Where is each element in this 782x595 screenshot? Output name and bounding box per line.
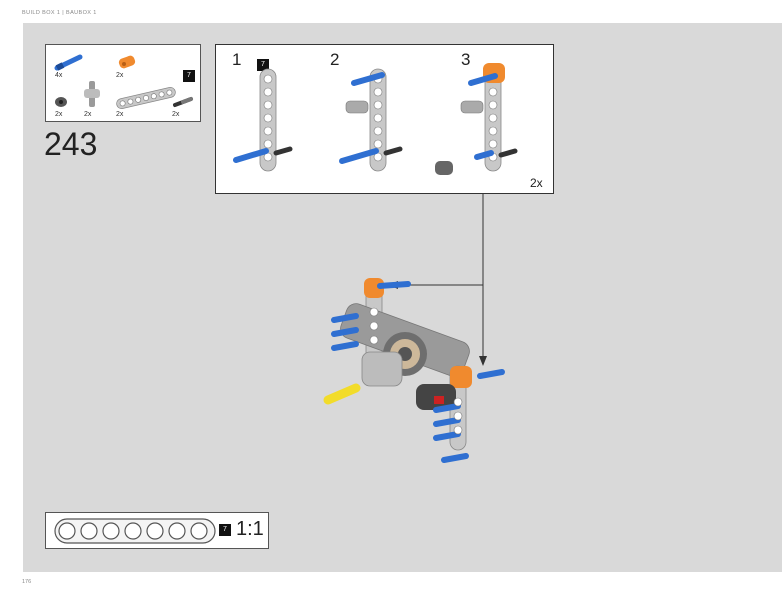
substep-3-label: 3: [461, 50, 471, 69]
header-title: BUILD BOX 1 | BAUBOX 1: [22, 10, 97, 16]
parts-list-box: 4x 2x 2x 2x 7 2x 2x: [45, 44, 201, 122]
beam-ruler-icon: [54, 518, 216, 544]
substep-1-beam-icon: [233, 68, 293, 172]
black-pin-icon: [173, 97, 193, 107]
ruler-length-badge: 7: [219, 524, 231, 536]
gray-beam-icon: [116, 87, 176, 109]
page-number: 176: [22, 579, 32, 585]
substep-2-label: 2: [330, 50, 340, 69]
qty-dark-bush: 2x: [55, 111, 63, 118]
qty-orange-connector: 2x: [116, 72, 124, 79]
subassembly-box: 1 7 2 3 2x: [215, 44, 554, 194]
qty-blue-axle-pin: 4x: [55, 72, 63, 79]
gray-cross-connector-icon: [84, 81, 100, 107]
scale-ruler-box: 7 1:1: [45, 512, 269, 549]
subassembly-multiplier: 2x: [530, 176, 543, 190]
parts-beam-length-badge: 7: [183, 70, 195, 82]
dark-bush-icon: [55, 97, 67, 107]
blue-axle-pin-icon: [54, 54, 83, 71]
qty-black-pin: 2x: [172, 111, 180, 118]
qty-gray-beam: 2x: [116, 111, 124, 118]
ruler-scale-label: 1:1: [236, 518, 264, 540]
substep-beam-badge: 7: [257, 59, 269, 71]
main-assembly-model: [323, 278, 505, 463]
orange-connector-icon: [118, 55, 136, 69]
substep-2-beam-icon: [339, 68, 403, 172]
substep-3-beam-icon: [422, 63, 518, 184]
substep-1-label: 1: [232, 50, 242, 69]
step-number: 243: [44, 126, 98, 162]
qty-gray-cross-connector: 2x: [84, 111, 92, 118]
